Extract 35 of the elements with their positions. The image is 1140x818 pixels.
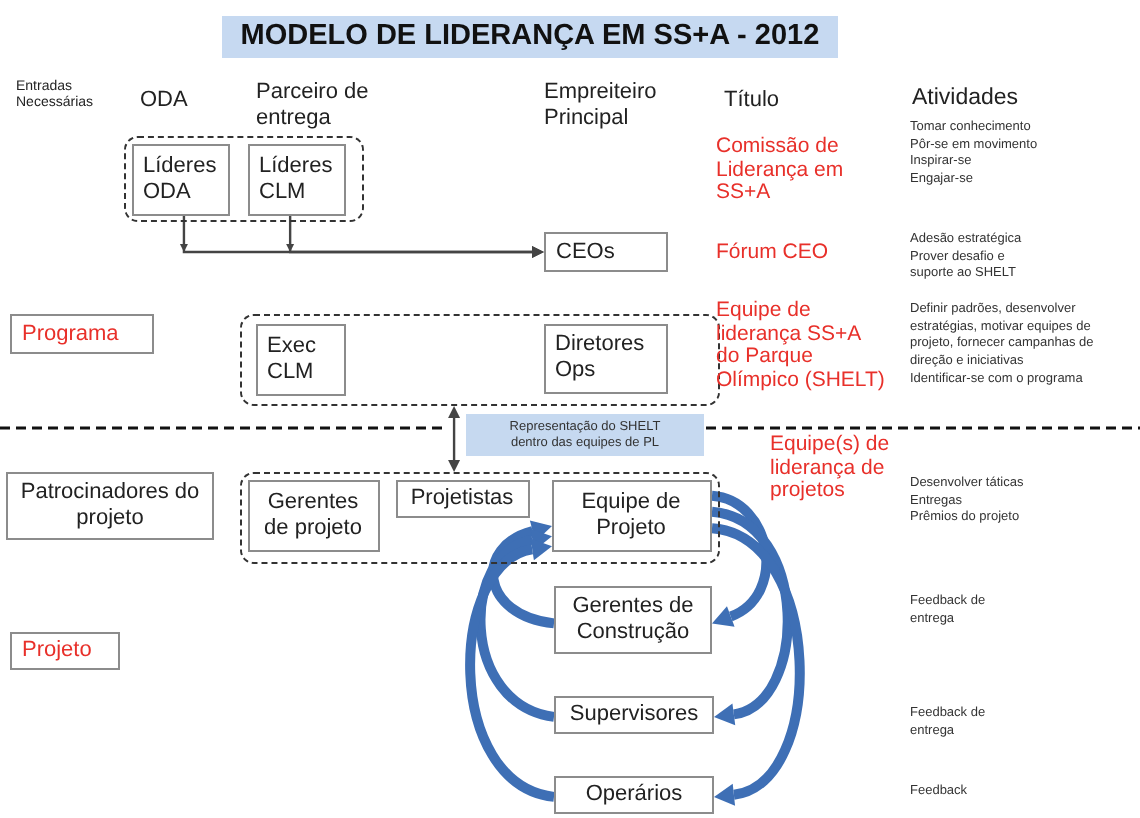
role-box: Líderes ODA xyxy=(131,143,229,215)
role-box: Patrocinadores do projeto xyxy=(6,472,214,540)
diagram-title: MODELO DE LIDERANÇA EM SS+A - 2012 xyxy=(222,16,838,58)
curved-arrow xyxy=(710,506,793,726)
section-box: Programa xyxy=(10,314,154,354)
role-title: Equipe de liderança SS+A do Parque Olímpico (SHELT) xyxy=(716,300,887,392)
arrow xyxy=(286,216,544,258)
column-header: Parceiro de entrega xyxy=(256,80,371,132)
role-box: Supervisores xyxy=(554,696,714,734)
role-box: Gerentes de projeto xyxy=(247,479,379,551)
role-title: Comissão de Liderança em SS+A xyxy=(716,136,846,205)
curved-arrow xyxy=(710,523,805,806)
dashed-group xyxy=(240,472,720,564)
role-title: Equipe(s) de liderança de projetos xyxy=(770,434,892,503)
curved-arrow xyxy=(465,538,556,802)
curved-arrow xyxy=(475,528,556,722)
role-box: Líderes CLM xyxy=(247,143,345,215)
column-header: Empreiteiro Principal xyxy=(544,80,659,132)
role-box: Projetistas xyxy=(395,479,529,517)
role-box: Operários xyxy=(554,776,714,814)
curved-arrow xyxy=(711,490,772,627)
column-header: Atividades xyxy=(912,86,1021,112)
curved-arrow xyxy=(488,520,555,629)
section-box: Projeto xyxy=(10,632,120,670)
role-title: Fórum CEO xyxy=(716,242,831,265)
column-header: ODA xyxy=(140,88,190,114)
role-box: Equipe de Projeto xyxy=(551,479,711,551)
role-box: CEOs xyxy=(544,232,668,272)
column-header: Título xyxy=(724,88,782,114)
dashed-group xyxy=(240,314,720,406)
dashed-group xyxy=(124,136,364,222)
double-arrow xyxy=(448,406,461,472)
role-box: Exec CLM xyxy=(255,323,345,395)
role-box: Diretores Ops xyxy=(543,323,667,393)
role-box: Gerentes de Construção xyxy=(554,586,712,654)
